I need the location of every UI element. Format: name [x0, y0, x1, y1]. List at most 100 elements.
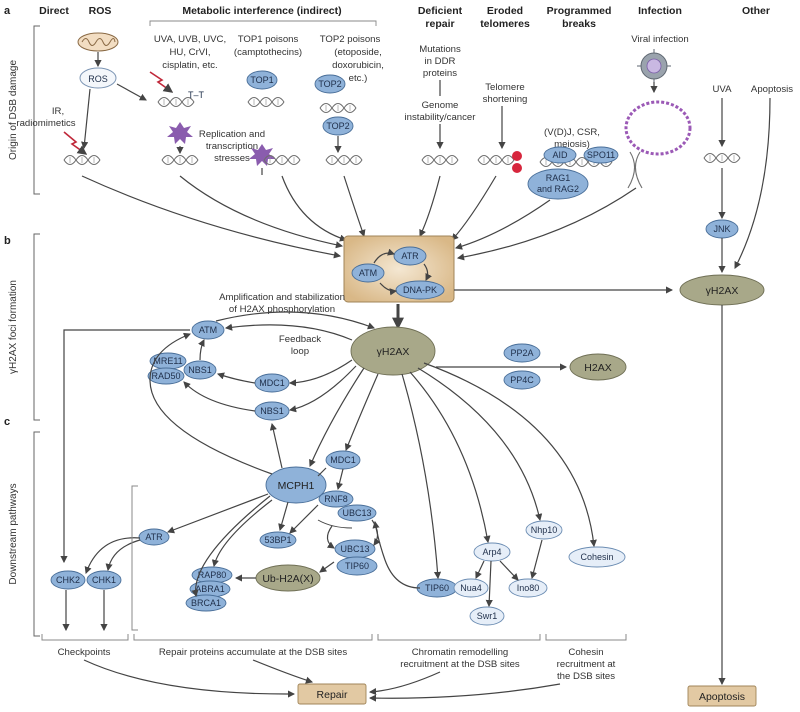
genome-1: Genome [422, 100, 459, 111]
apoptosis-box-label: Apoptosis [699, 691, 745, 703]
ir-label-1: IR, [52, 106, 64, 117]
node-top2-a-label: TOP2 [318, 79, 341, 89]
node-gh2ax-label: γH2AX [377, 346, 410, 358]
header-other: Other [742, 5, 770, 17]
dna-telomere [477, 154, 515, 166]
arrow-ubc13-ubh2a [319, 561, 335, 573]
uva-label: UVA [712, 84, 732, 95]
top2-poisons-3: doxorubicin, [332, 60, 384, 71]
telomere-1: Telomere [485, 82, 524, 93]
header-eroded-1: Eroded [487, 5, 523, 17]
node-rad50 [147, 367, 185, 385]
node-nbs1-a-label: NBS1 [188, 365, 212, 375]
header-eroded-2: telomeres [480, 18, 530, 30]
ir-label-2: radiomimetics [16, 118, 75, 129]
rep-stress-2: transcription [206, 141, 258, 152]
node-chk1 [86, 570, 122, 590]
node-pp4c-label: PP4C [510, 375, 534, 385]
feedback-2: loop [291, 346, 309, 357]
node-cohesin [568, 546, 626, 568]
node-top1 [246, 70, 278, 90]
ros-node-label: ROS [88, 74, 108, 84]
arrow-checkpoints-repair [83, 659, 296, 698]
arrow-gh2ax-mdc1b [344, 373, 379, 452]
arrow-mdc1-rnf8 [335, 468, 344, 491]
top2-poisons-4: etc.) [349, 73, 368, 84]
node-top2-b [322, 116, 354, 136]
bracket-downstream [33, 431, 40, 637]
node-ubh2a-label: Ub-H2A(X) [262, 573, 313, 585]
dna-direct [63, 154, 101, 166]
node-brca1 [185, 594, 227, 612]
node-rnf8-label: RNF8 [324, 494, 348, 504]
rep-stress-1: Replication and [199, 129, 265, 140]
arrow-atr-dnapk [423, 263, 432, 281]
virus-icon [637, 49, 671, 83]
arrow-infection-kinase [456, 187, 637, 261]
dna-top1 [247, 96, 285, 108]
arrow-gh2ax-nbs1 [288, 365, 357, 413]
node-tip60-b-label: TIP60 [425, 583, 449, 593]
repair-box-label: Repair [317, 689, 348, 701]
node-mre11-label: MRE11 [153, 356, 182, 366]
node-spo11 [583, 146, 619, 164]
arrow-arp4-nua4 [475, 560, 485, 579]
arrow-nbs1-complex [183, 381, 256, 412]
telomere-break-icon [512, 151, 522, 161]
lightning-ir-icon [63, 131, 88, 155]
arrow-repairacc-repair [252, 659, 314, 684]
stress-star-icon [167, 122, 193, 144]
node-mcph1 [265, 466, 327, 504]
arrow-cohesin-repair [368, 683, 561, 702]
node-pp4c [503, 370, 541, 390]
dna-top2-dsb [325, 154, 363, 166]
top2-poisons-1: TOP2 poisons [320, 34, 381, 45]
telomere-2: shortening [483, 94, 528, 105]
node-atr-down-label: ATR [145, 532, 163, 542]
node-aid [543, 146, 577, 164]
node-ubc13-b-label: UBC13 [340, 544, 369, 554]
node-rag-label-2: and RAG2 [537, 184, 579, 194]
cohesin-rec-3: the DSB sites [557, 671, 615, 682]
arrow-mcph1-nbs1 [269, 422, 283, 469]
node-nbs1-b-label: NBS1 [260, 406, 284, 416]
arrow-uv-kinase [179, 175, 344, 249]
apoptosis-box [687, 685, 757, 707]
repair-acc-label: Repair proteins accumulate at the DSB si… [159, 647, 347, 658]
panel-b-label: b [4, 235, 11, 247]
node-h2ax-label: H2AX [584, 362, 611, 374]
node-gh2ax [350, 326, 436, 376]
stress-star-icon-2 [249, 144, 275, 166]
bracket-cohesin [545, 634, 627, 641]
node-nua4-label: Nua4 [460, 583, 482, 593]
arrow-gh2ax-nhp10 [417, 367, 543, 522]
bracket-chromatin [377, 634, 541, 641]
node-rnf8 [318, 490, 354, 508]
node-atm-kinase-label: ATM [359, 268, 377, 278]
arrow-atm-dnapk [379, 282, 398, 296]
chromatin-2: recruitment at the DSB sites [400, 659, 520, 670]
node-nhp10 [525, 520, 563, 540]
header-metabolic: Metabolic interference (indirect) [182, 5, 341, 17]
node-pp2a-label: PP2A [510, 348, 533, 358]
node-swr1-label: Swr1 [477, 611, 498, 621]
node-tip60-a [336, 556, 378, 576]
arrow-chromatin-repair [368, 671, 441, 696]
checkpoints-label: Checkpoints [58, 647, 111, 658]
telomere-break-icon-2 [512, 163, 522, 173]
node-chk2 [50, 570, 86, 590]
arrow-top2-kinase [343, 175, 366, 238]
dna-deficient [421, 154, 459, 166]
node-arp4 [473, 542, 511, 562]
amplification-1: Amplification and stabilization [219, 292, 345, 303]
header-deficient-2: repair [425, 18, 454, 30]
arrow-top1-kinase [281, 175, 348, 242]
top1-poisons-2: (camptothecins) [234, 47, 302, 58]
arrow-gh2ax-cohesin [423, 362, 597, 548]
arrow-deficient-kinase [419, 175, 441, 237]
arrow-ros-uv [116, 83, 147, 101]
node-jnk-label: JNK [713, 224, 730, 234]
header-infection: Infection [638, 5, 682, 17]
arrow-mcph1-atr [166, 493, 269, 534]
